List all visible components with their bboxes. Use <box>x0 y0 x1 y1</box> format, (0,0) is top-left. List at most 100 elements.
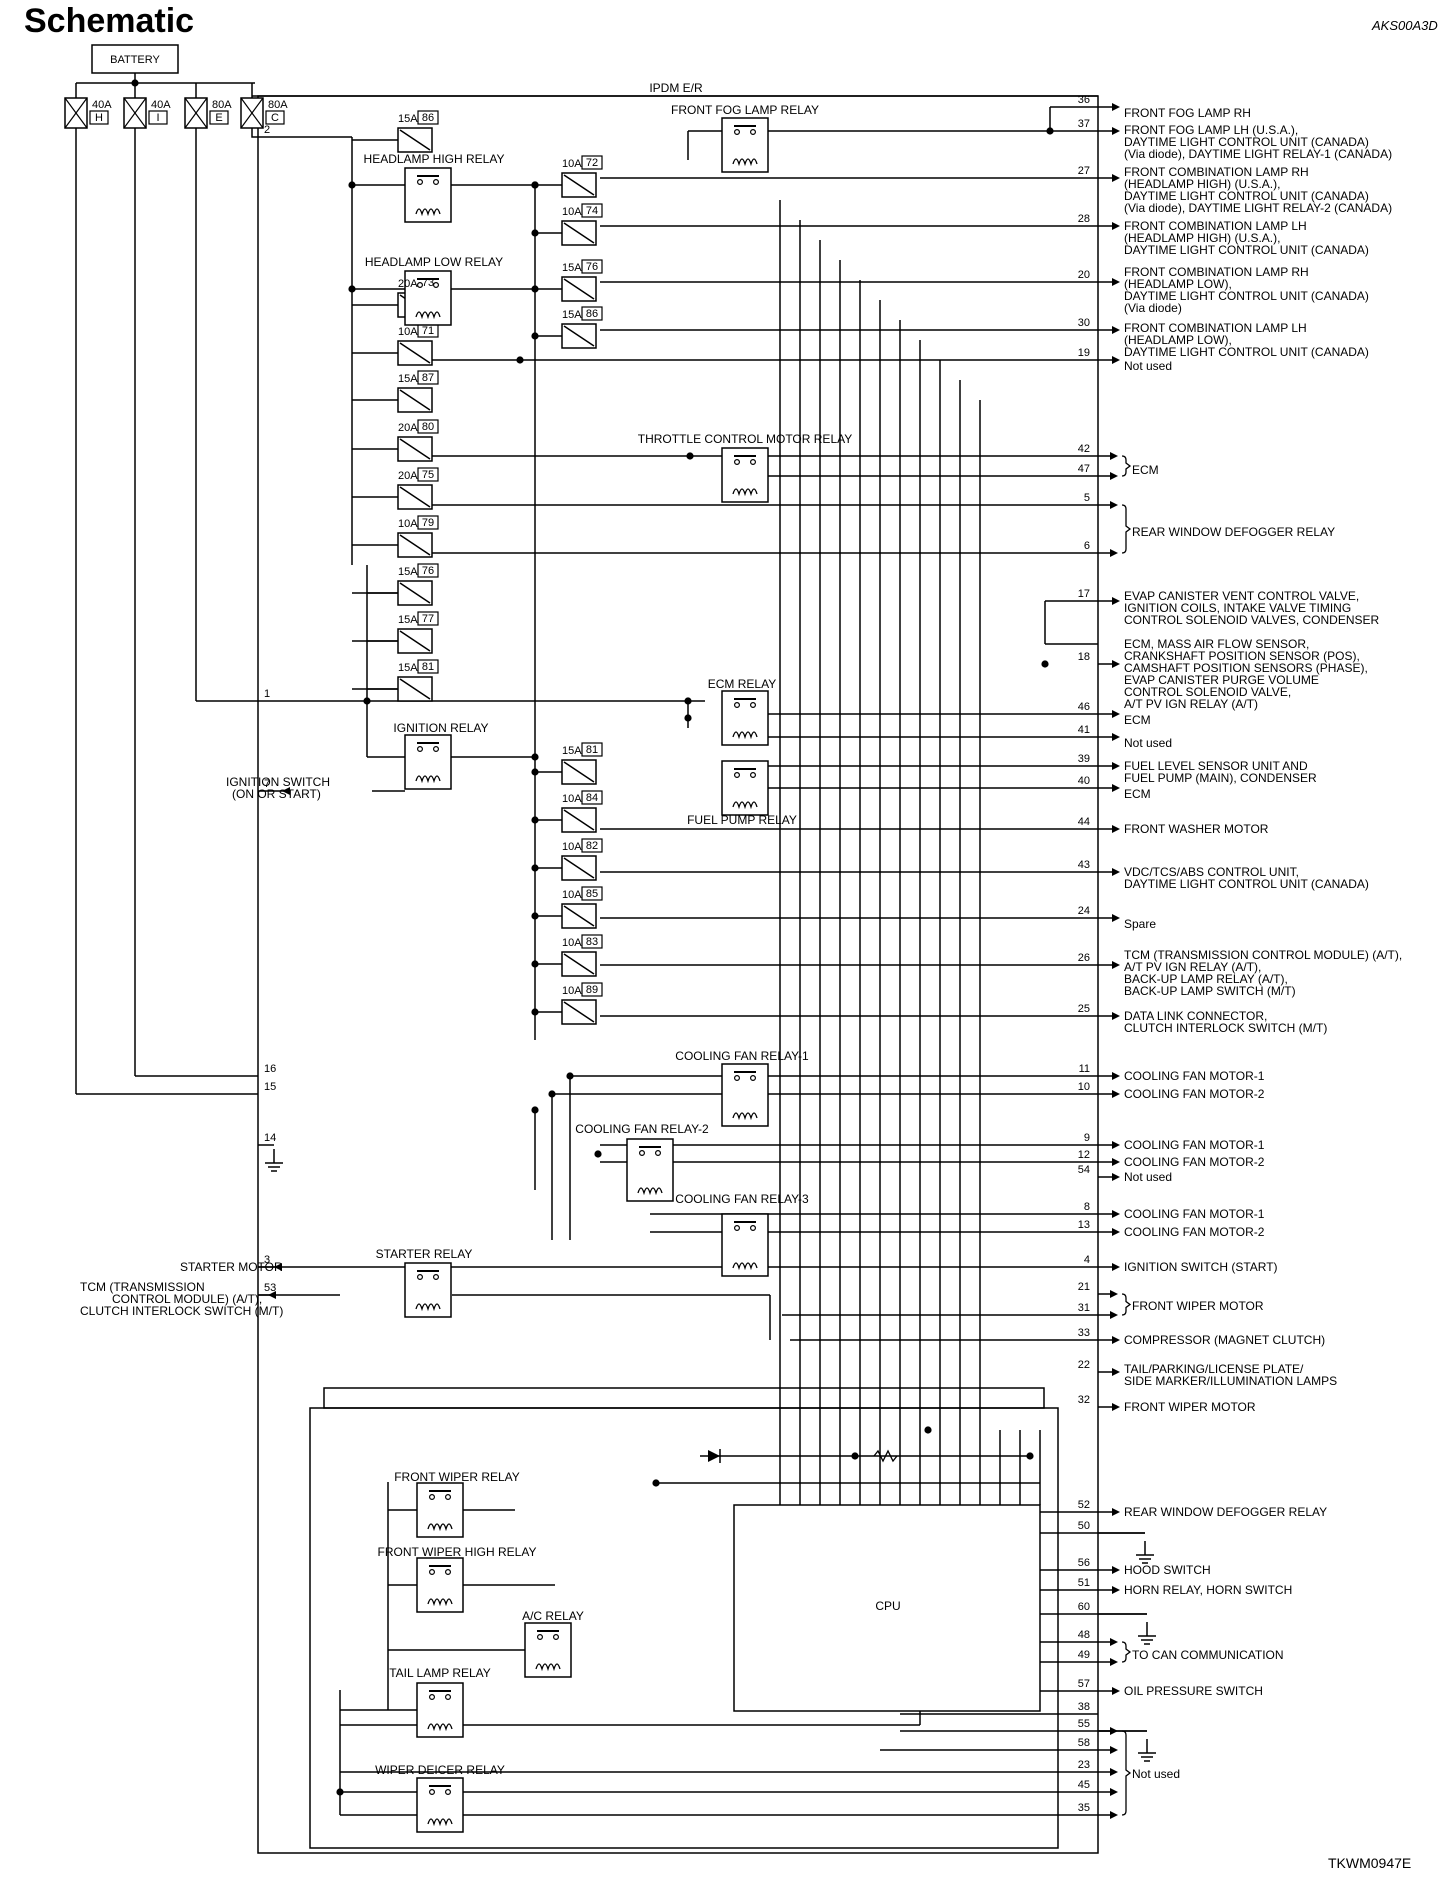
ignition-switch-label: (ON OR START) <box>232 787 321 801</box>
junction-dot <box>566 1072 574 1080</box>
pin-label: BACK-UP LAMP SWITCH (M/T) <box>1124 984 1296 998</box>
fusible-link-amp: 80A <box>268 99 288 111</box>
pin-number: 31 <box>1078 1302 1090 1314</box>
arrow-icon <box>1112 174 1120 182</box>
arrow-icon <box>1112 1336 1120 1344</box>
arrow-icon <box>1112 326 1120 334</box>
pin-number: 44 <box>1078 816 1090 828</box>
fuse-id: 74 <box>586 205 598 217</box>
pin-label: COMPRESSOR (MAGNET CLUTCH) <box>1124 1333 1325 1347</box>
pin-label: FRONT COMBINATION LAMP LH <box>1124 219 1307 233</box>
fuse-amp: 10A <box>562 793 582 805</box>
junction-dot <box>548 1090 556 1098</box>
pin-number: 26 <box>1078 952 1090 964</box>
junction-dot <box>131 79 139 87</box>
fuse <box>561 934 603 977</box>
pin-label: COOLING FAN MOTOR-2 <box>1124 1087 1265 1101</box>
arrow-icon <box>1112 1403 1120 1411</box>
fuse <box>397 323 439 366</box>
arrow-icon <box>1110 472 1118 480</box>
relay-label: WIPER DEICER RELAY <box>375 1763 505 1777</box>
pin-number: 39 <box>1078 753 1090 765</box>
fuse-id: 86 <box>586 308 598 320</box>
components <box>64 44 1156 1854</box>
fuse <box>561 838 603 881</box>
fuse-amp: 15A <box>398 566 418 578</box>
relay-ignition <box>404 734 452 790</box>
pin-number: 19 <box>1078 347 1090 359</box>
junction-dot <box>1041 660 1049 668</box>
fuse-amp: 15A <box>562 745 582 757</box>
arrow-icon <box>1112 278 1120 286</box>
arrow-icon <box>1112 914 1120 922</box>
pin-label: DAYTIME LIGHT CONTROL UNIT (CANADA) <box>1124 189 1369 203</box>
junction-dot <box>531 816 539 824</box>
relay-label: ECM RELAY <box>708 677 776 691</box>
pin-number: 42 <box>1078 443 1090 455</box>
pin-label: FRONT FOG LAMP LH (U.S.A.), <box>1124 123 1298 137</box>
junction-dot <box>531 1008 539 1016</box>
relay-label: THROTTLE CONTROL MOTOR RELAY <box>638 432 852 446</box>
ground-icon <box>1136 1541 1154 1564</box>
arrow-icon <box>1112 784 1120 792</box>
pin-label: TO CAN COMMUNICATION <box>1132 1648 1284 1662</box>
fuse-amp: 15A <box>562 309 582 321</box>
fuse <box>397 611 439 654</box>
bracket <box>1121 1641 1132 1663</box>
ground-icon <box>1138 1739 1156 1762</box>
fuse-amp: 15A <box>398 373 418 385</box>
ground-icon <box>265 1149 283 1172</box>
fuse-amp: 10A <box>562 158 582 170</box>
junction-dot <box>531 332 539 340</box>
arrow-icon <box>1112 1141 1120 1149</box>
fuse <box>397 419 439 462</box>
pin-label: CONTROL SOLENOID VALVE, <box>1124 685 1291 699</box>
arrow-icon <box>1112 1072 1120 1080</box>
pin-number: 41 <box>1078 724 1090 736</box>
pin-label: DAYTIME LIGHT CONTROL UNIT (CANADA) <box>1124 289 1369 303</box>
arrow-icon <box>1112 1173 1120 1181</box>
fuse-id: 71 <box>422 325 434 337</box>
fusible-link-id: I <box>156 112 159 124</box>
pin-number: 8 <box>1084 1201 1090 1213</box>
pin-number: 38 <box>1078 1701 1090 1713</box>
arrow-icon <box>1110 549 1118 557</box>
pin-label: TAIL/PARKING/LICENSE PLATE/ <box>1124 1362 1304 1376</box>
fuse-id: 77 <box>422 613 434 625</box>
pin-number: 24 <box>1078 905 1090 917</box>
starter-motor-label: STARTER MOTOR <box>180 1260 283 1274</box>
pin-label: A/T PV IGN RELAY (A/T), <box>1124 960 1261 974</box>
relay-label: HEADLAMP LOW RELAY <box>365 255 503 269</box>
arrow-icon <box>1110 1727 1118 1735</box>
relay-fuel-pump <box>721 760 769 816</box>
fuse-amp: 20A <box>398 278 418 290</box>
fusible-link-id: H <box>95 112 103 124</box>
relay-label: TAIL LAMP RELAY <box>389 1666 491 1680</box>
pin-number: 10 <box>1078 1081 1090 1093</box>
fuse-id: 87 <box>422 372 434 384</box>
terminal-number: 53 <box>264 1282 276 1294</box>
arrow-icon <box>1110 501 1118 509</box>
pin-number: 45 <box>1078 1779 1090 1791</box>
fuse-id: 73 <box>422 277 434 289</box>
pin-label: COOLING FAN MOTOR-1 <box>1124 1207 1265 1221</box>
relay-label: COOLING FAN RELAY-2 <box>575 1122 709 1136</box>
arrow-icon <box>1112 710 1120 718</box>
pin-number: 60 <box>1078 1601 1090 1613</box>
pin-label: EVAP CANISTER VENT CONTROL VALVE, <box>1124 589 1359 603</box>
junction-dot <box>531 864 539 872</box>
pin-number: 28 <box>1078 213 1090 225</box>
fuse-amp: 10A <box>562 937 582 949</box>
relay-label: FUEL PUMP RELAY <box>687 813 797 827</box>
arrow-icon <box>1112 868 1120 876</box>
fusible-link <box>64 97 109 129</box>
figure-code: TKWM0947E <box>1328 1855 1412 1871</box>
pin-number: 13 <box>1078 1219 1090 1231</box>
pin-label: (HEADLAMP HIGH) (U.S.A.), <box>1124 231 1280 245</box>
arrow-icon <box>1112 1687 1120 1695</box>
fusible-link <box>240 97 285 129</box>
pin-label: FUEL PUMP (MAIN), CONDENSER <box>1124 771 1317 785</box>
pin-label: (Via diode), DAYTIME LIGHT RELAY-2 (CANA… <box>1124 201 1392 215</box>
fuse-amp: 10A <box>562 889 582 901</box>
pin-number: 47 <box>1078 463 1090 475</box>
